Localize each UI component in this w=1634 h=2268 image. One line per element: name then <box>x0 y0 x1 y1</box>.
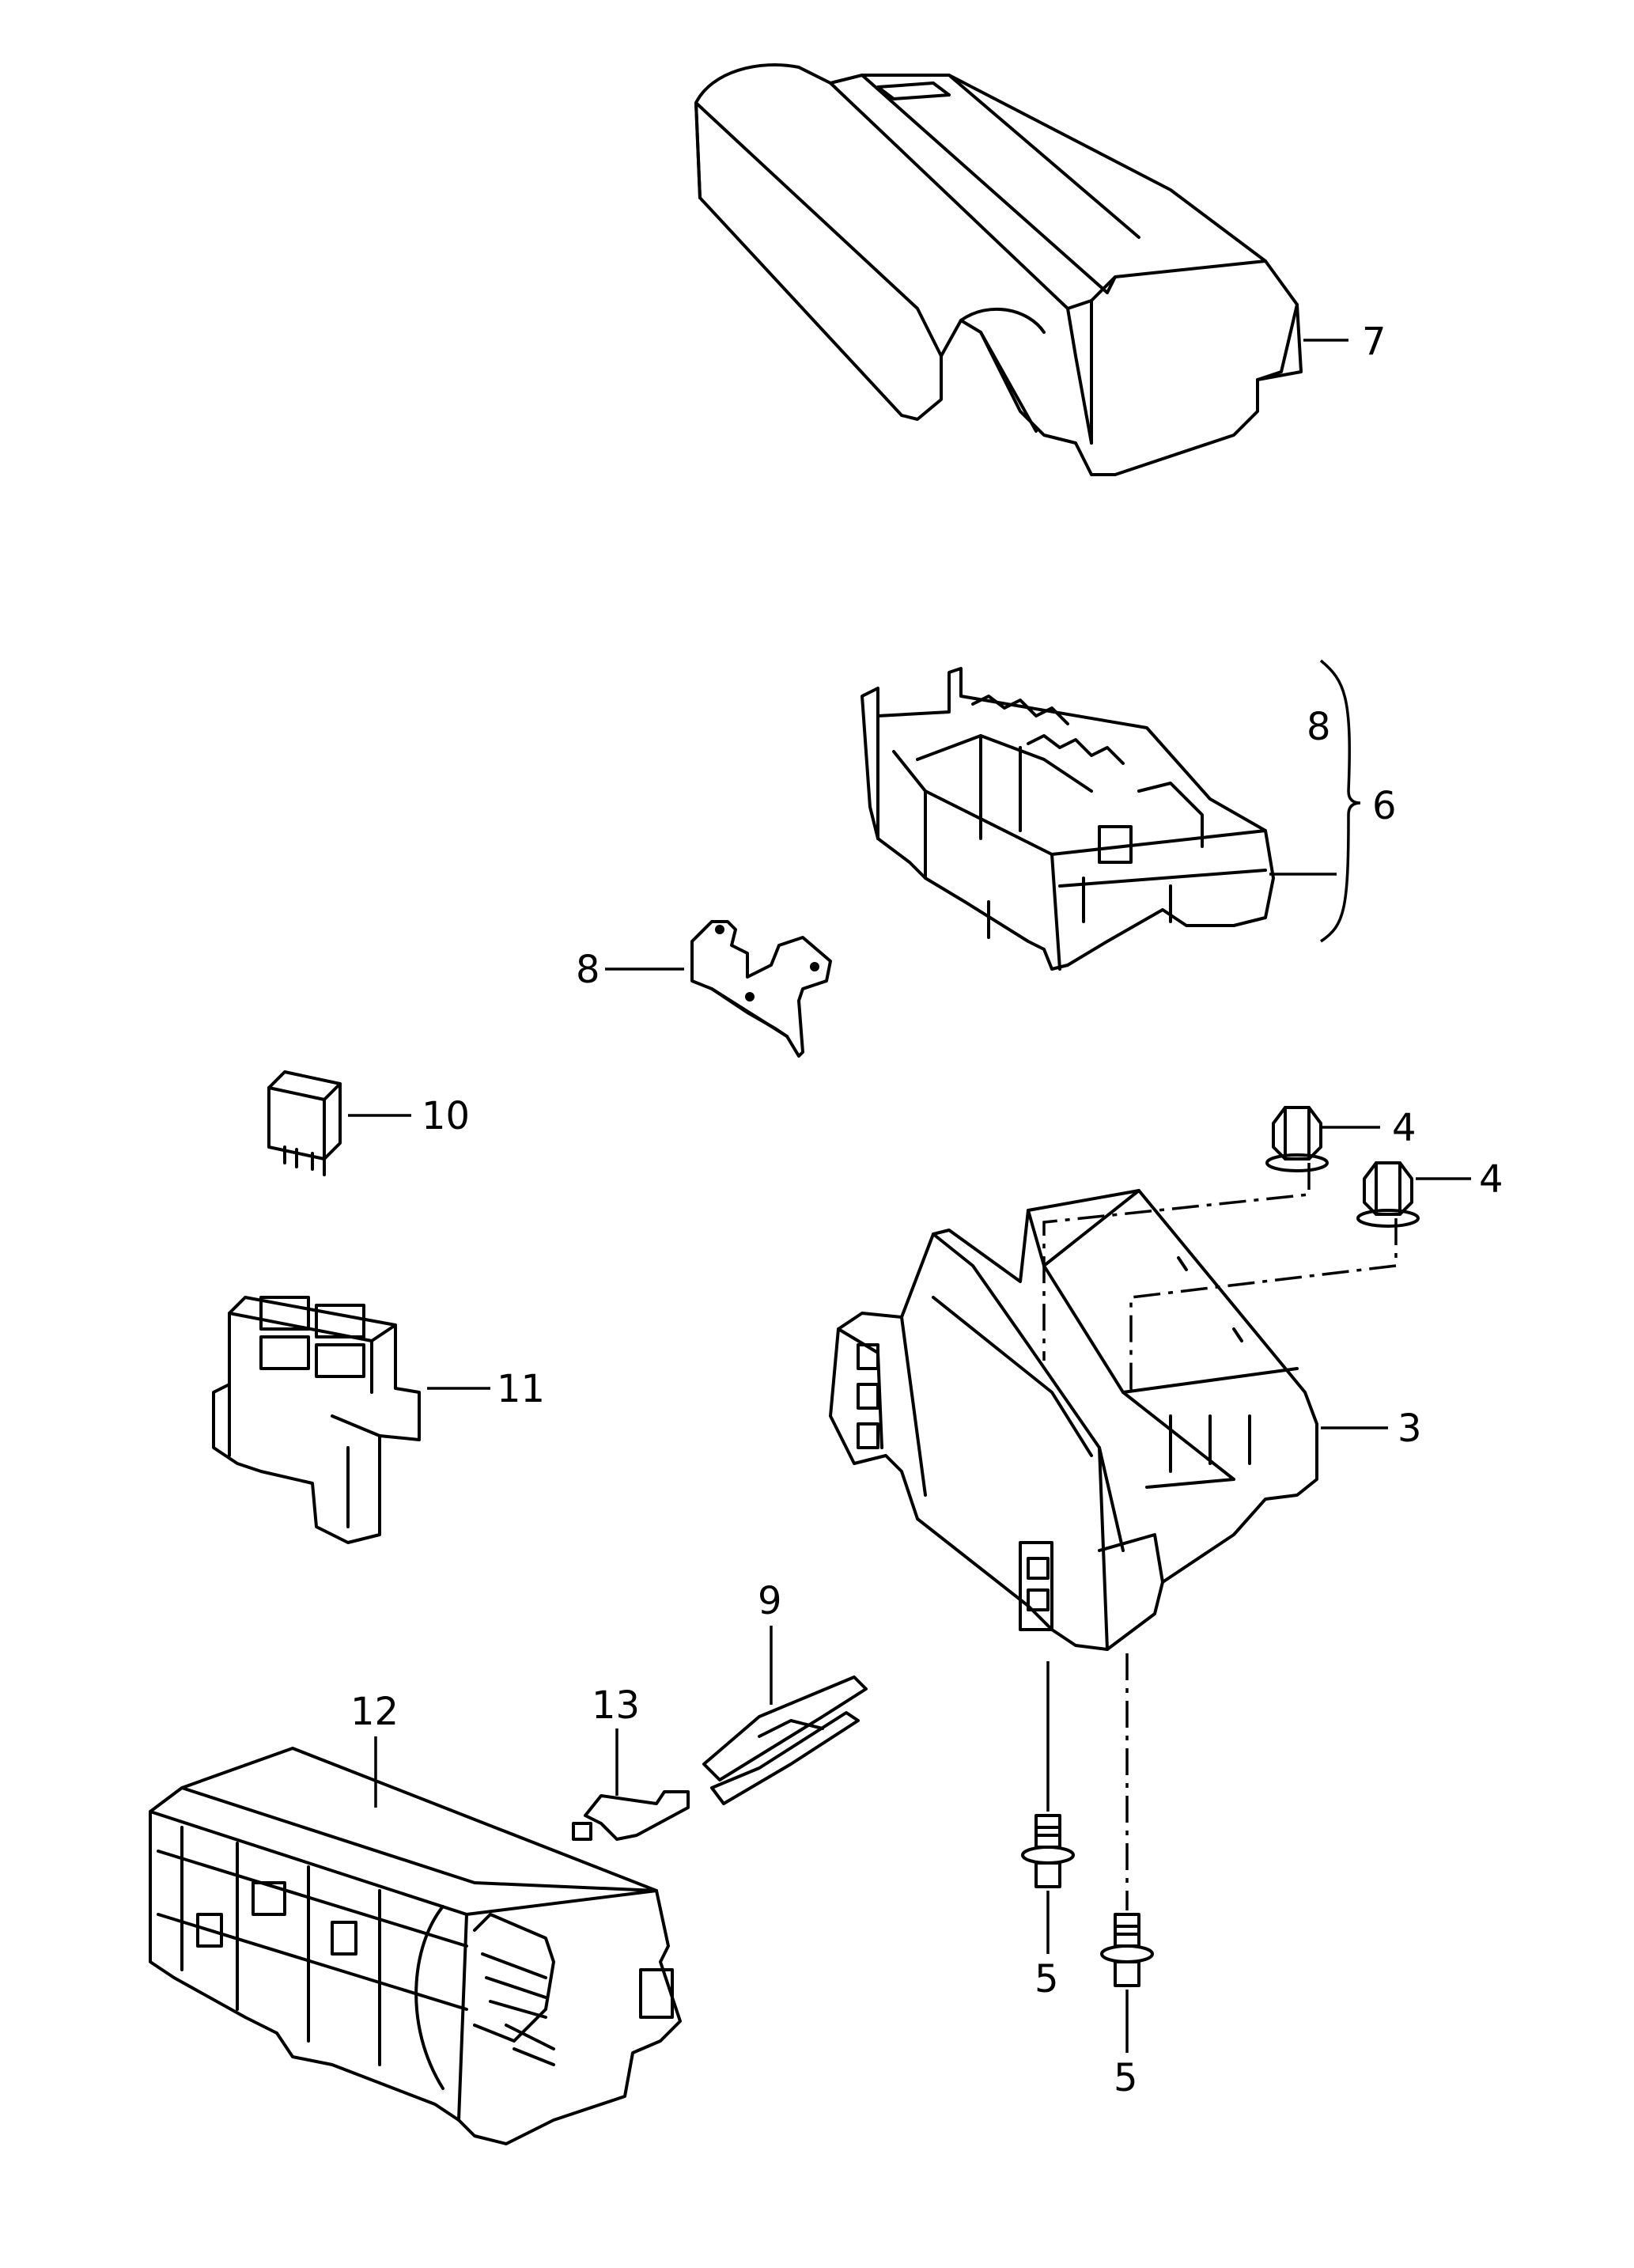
callout-12: 12 <box>350 1690 399 1734</box>
leader-lines <box>348 339 1471 2053</box>
part-11-connector <box>212 1296 421 1544</box>
callout-13: 13 <box>592 1683 640 1728</box>
callout-labels: 7 8 6 8 10 4 4 11 3 9 12 13 5 5 <box>350 320 1504 2100</box>
part-8-bracket <box>690 920 832 1058</box>
part-4-nut-a <box>1265 1106 1329 1172</box>
callout-5-a: 5 <box>1034 1957 1059 2001</box>
callout-8-group: 8 <box>1307 705 1331 749</box>
callout-4-a: 4 <box>1392 1106 1417 1150</box>
part-5-bolt-b <box>1100 1913 1154 1987</box>
part-7-cover <box>694 63 1303 476</box>
callout-7: 7 <box>1362 320 1386 364</box>
callout-5-b: 5 <box>1114 2056 1138 2100</box>
callout-8: 8 <box>576 948 600 992</box>
callout-11: 11 <box>497 1367 545 1411</box>
part-12-control-unit <box>149 1747 682 2145</box>
callout-9: 9 <box>758 1579 782 1623</box>
part-10-relay <box>267 1070 342 1176</box>
callout-6: 6 <box>1372 784 1397 828</box>
callout-4-b: 4 <box>1479 1157 1504 1202</box>
part-9-fuse-puller <box>702 1675 868 1805</box>
part-13-fuse <box>572 1790 690 1841</box>
part-4-nut-b <box>1356 1161 1420 1228</box>
callout-10: 10 <box>422 1094 470 1138</box>
part-6-fuse-carrier <box>860 667 1275 971</box>
callout-3: 3 <box>1398 1407 1422 1451</box>
part-5-bolt-a <box>1021 1814 1075 1888</box>
part-3-holder <box>829 1189 1318 1651</box>
